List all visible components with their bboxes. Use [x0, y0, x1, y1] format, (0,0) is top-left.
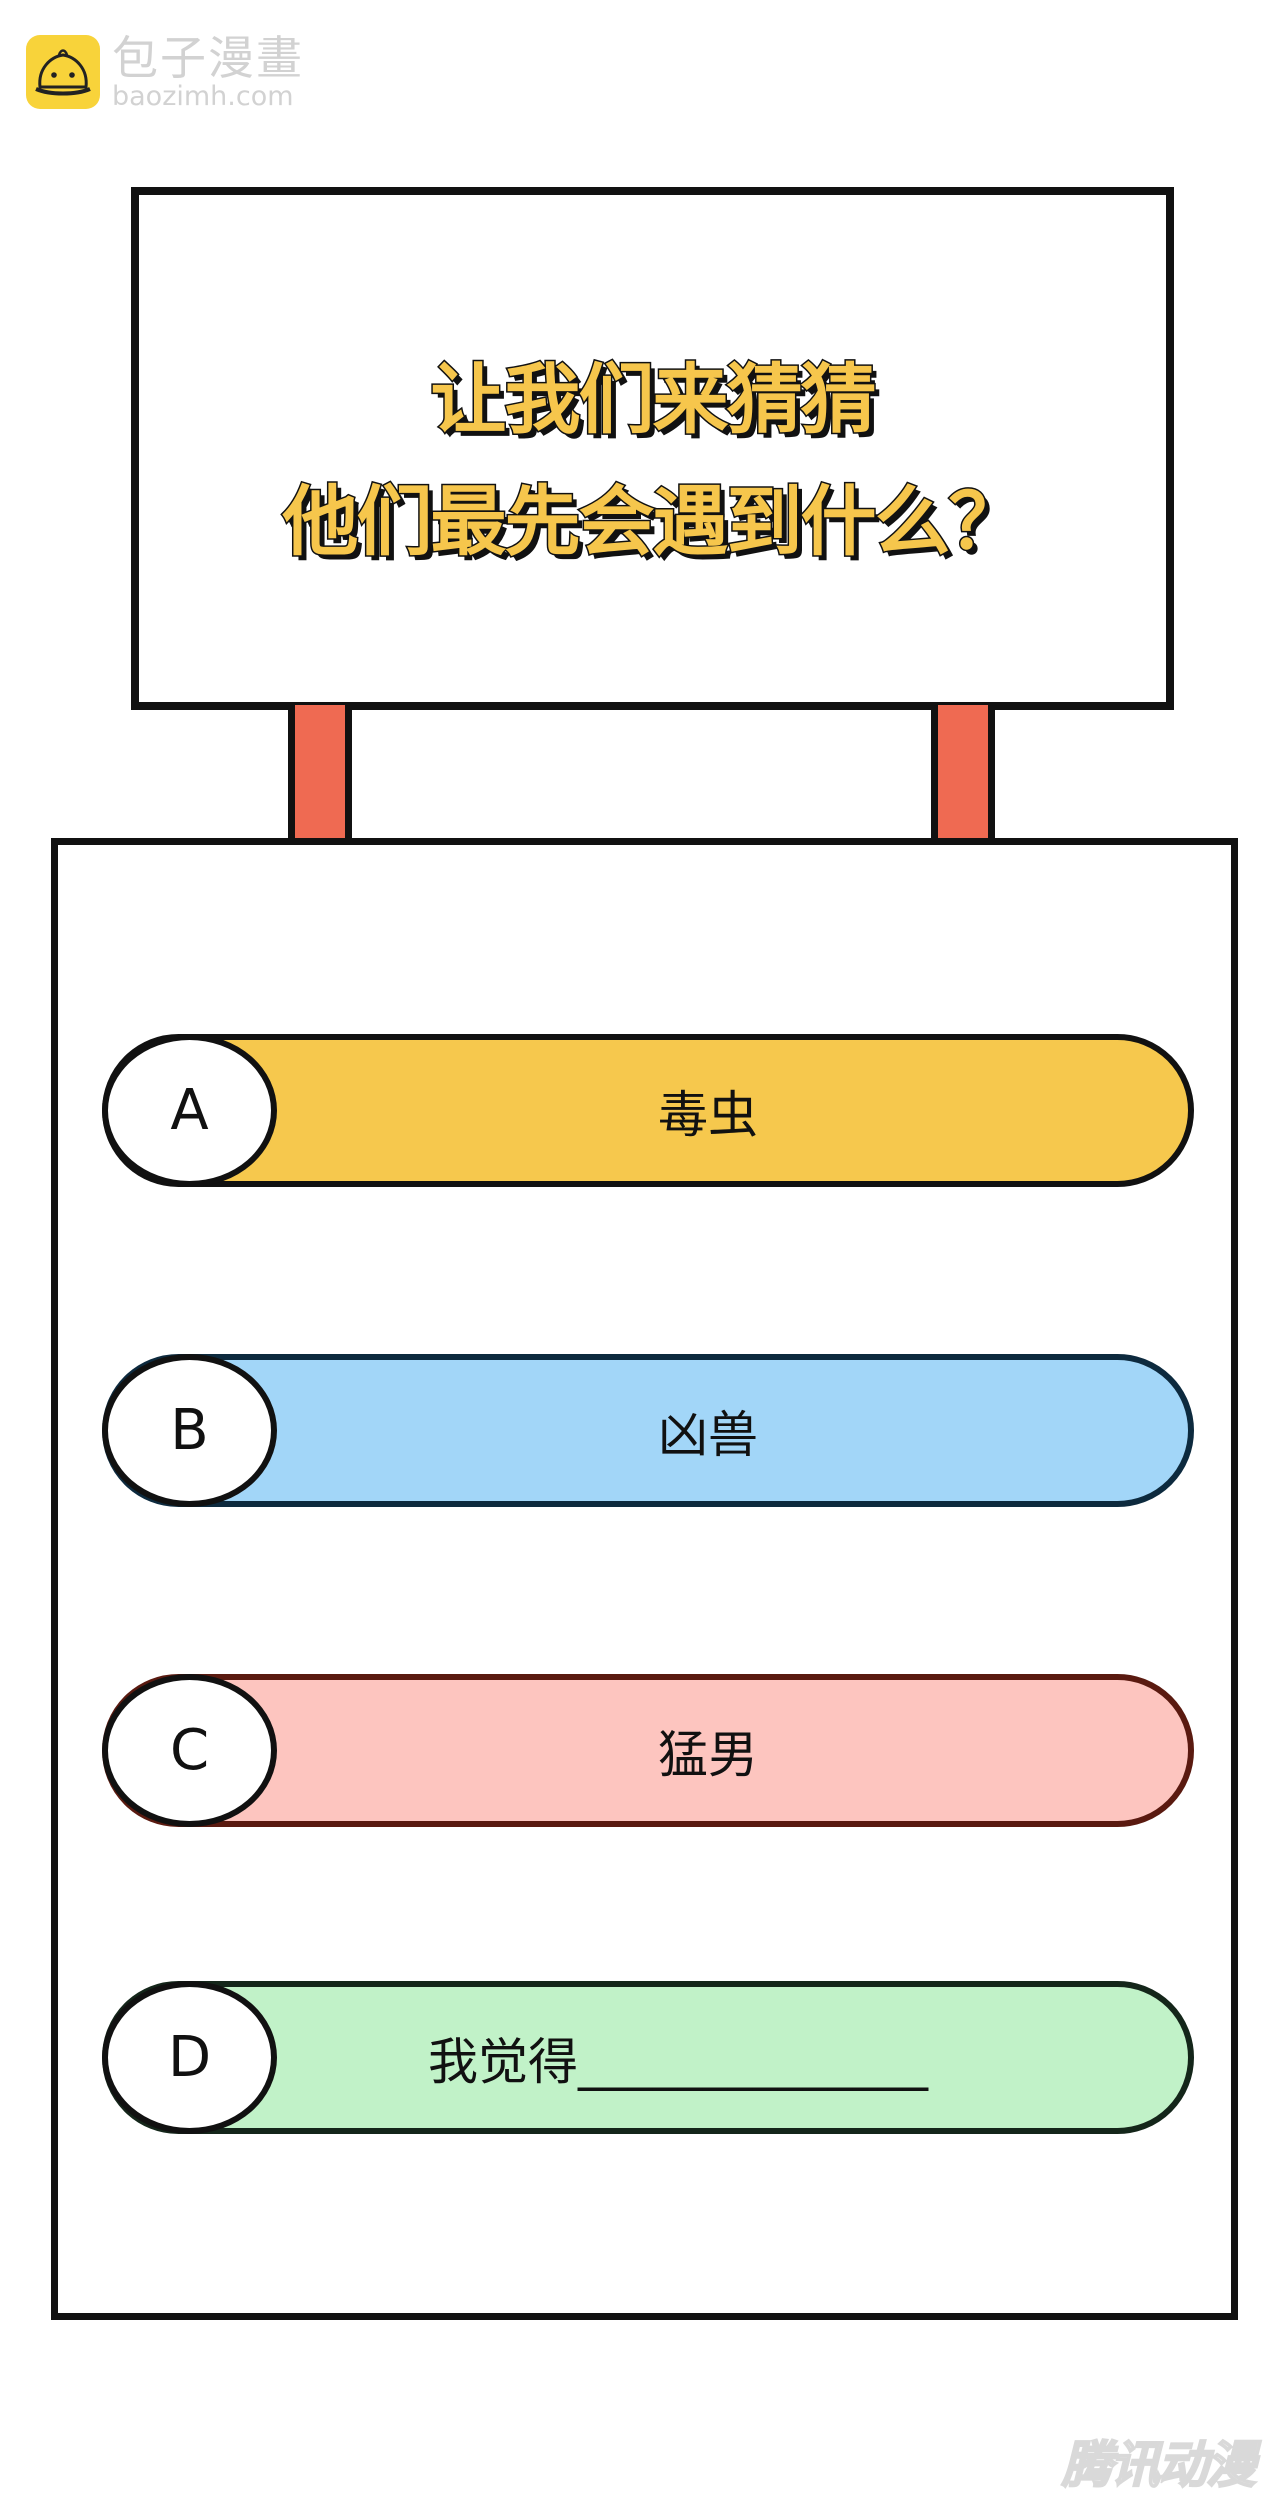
- option-d[interactable]: D 我觉得______________: [102, 1981, 1194, 2134]
- site-name: 包子漫畫: [112, 31, 304, 85]
- baozi-logo-icon: [26, 35, 100, 109]
- tencent-comics-watermark: 腾讯动漫: [1061, 2435, 1257, 2495]
- option-c[interactable]: C 猛男: [102, 1674, 1194, 1827]
- option-b[interactable]: B 凶兽: [102, 1354, 1194, 1507]
- billboard-post-right: [931, 705, 995, 843]
- option-label: 我觉得______________: [428, 2032, 928, 2091]
- option-label: 猛男: [658, 1725, 758, 1784]
- question-title-line2: 他们最先会遇到什么？: [281, 476, 1026, 568]
- option-label: 凶兽: [658, 1405, 758, 1464]
- billboard-post-left: [288, 705, 352, 843]
- option-label: 毒虫: [658, 1085, 758, 1144]
- option-letter-badge: B: [102, 1354, 277, 1507]
- option-letter-badge: C: [102, 1674, 277, 1827]
- question-billboard: 让我们来猜猜 他们最先会遇到什么？: [131, 187, 1174, 710]
- steamed-bun-icon: [35, 49, 91, 96]
- site-domain: baozimh.com: [112, 81, 294, 112]
- question-title-line1: 让我们来猜猜: [429, 354, 878, 446]
- option-letter-badge: A: [102, 1034, 277, 1187]
- option-a[interactable]: A 毒虫: [102, 1034, 1194, 1187]
- option-letter-badge: D: [102, 1981, 277, 2134]
